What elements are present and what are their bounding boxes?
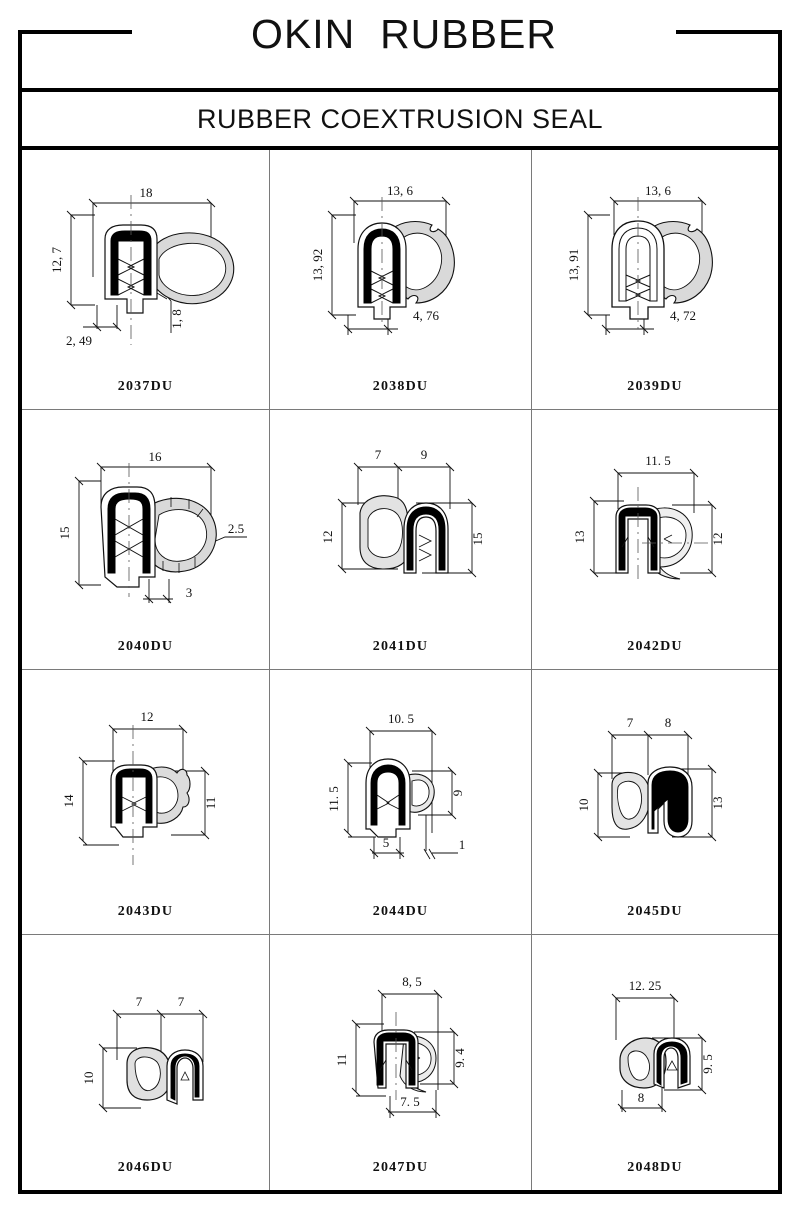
- dim-label: 12: [140, 709, 153, 724]
- dim-label: 5: [382, 835, 389, 850]
- page-title: RUBBER COEXTRUSION SEAL: [196, 103, 604, 134]
- dim-label: 11: [334, 1054, 349, 1067]
- profile-drawing-2042du: 11. 5 13 12: [532, 410, 778, 639]
- product-code: 2048DU: [627, 1160, 683, 1175]
- product-cell-2047du[interactable]: 8, 5 11 9. 4 7. 5 2047DU: [270, 935, 532, 1190]
- dim-label: 7: [627, 715, 634, 730]
- dim-label: 1: [458, 837, 465, 852]
- profile-drawing-2044du: 10. 5 11. 5 9 5 1: [270, 670, 531, 904]
- profile-drawing-2046du: 7 7 10: [22, 935, 269, 1160]
- product-code: 2044DU: [372, 904, 429, 919]
- dim-label: 9: [420, 447, 427, 462]
- dim-label: 9: [450, 789, 465, 796]
- product-cell-2037du[interactable]: 18 12, 7 2, 49 1, 8 2037DU: [22, 150, 270, 410]
- dim-label: 3: [185, 585, 192, 600]
- product-cell-2038du[interactable]: 13, 6 13, 92 4, 76 2038DU: [270, 150, 532, 410]
- product-code: 2037DU: [117, 379, 174, 394]
- dim-label: 4, 76: [413, 308, 440, 323]
- dim-label: 10. 5: [388, 711, 414, 726]
- frame-right-edge: [778, 30, 782, 1194]
- subtitle-band: RUBBER COEXTRUSION SEAL: [18, 88, 782, 150]
- dim-label: 15: [470, 532, 485, 545]
- dim-label: 12. 25: [629, 978, 662, 993]
- product-cell-2048du[interactable]: 12. 25 9. 5 8 2048DU: [532, 935, 778, 1190]
- product-code: 2045DU: [627, 904, 683, 919]
- product-cell-2039du[interactable]: 13, 6 13, 91 4, 72 2039DU: [532, 150, 778, 410]
- dim-label: 11. 5: [326, 786, 341, 812]
- dim-label: 12, 7: [49, 246, 64, 273]
- dim-label: 8: [665, 715, 672, 730]
- dim-label: 14: [61, 794, 76, 808]
- profile-drawing-2038du: 13, 6 13, 92 4, 76: [270, 150, 531, 379]
- dim-label: 12: [710, 532, 725, 545]
- dim-label: 16: [148, 449, 162, 464]
- product-code: 2040DU: [117, 639, 174, 654]
- dim-label: 13, 6: [387, 183, 414, 198]
- product-code: 2042DU: [627, 639, 683, 654]
- dim-label: 12: [320, 530, 335, 543]
- dim-label: 15: [57, 526, 72, 539]
- dim-label: 10: [576, 798, 591, 811]
- frame-top-left-segment: [18, 30, 132, 34]
- profile-drawing-2047du: 8, 5 11 9. 4 7. 5: [270, 935, 531, 1160]
- profile-drawing-2048du: 12. 25 9. 5 8: [532, 935, 778, 1160]
- product-cell-2046du[interactable]: 7 7 10 2046DU: [22, 935, 270, 1190]
- dim-label: 2.5: [227, 521, 243, 536]
- dim-label: 10: [81, 1072, 96, 1085]
- product-cell-2041du[interactable]: 7 9 12 15 2041DU: [270, 410, 532, 670]
- profile-drawing-2041du: 7 9 12 15: [270, 410, 531, 639]
- dim-label: 8: [638, 1090, 645, 1105]
- dim-label: 9. 5: [700, 1054, 715, 1074]
- profile-drawing-2040du: 16 15 2.5 3: [22, 410, 269, 639]
- product-code: 2038DU: [372, 379, 429, 394]
- dim-label: 11: [203, 796, 218, 809]
- dim-label: 7. 5: [400, 1094, 420, 1109]
- brand-title: OKIN RUBBER: [251, 11, 557, 57]
- dim-label: 8, 5: [402, 974, 422, 989]
- dim-label: 1, 8: [169, 309, 184, 329]
- product-grid: 18 12, 7 2, 49 1, 8 2037DU: [22, 150, 778, 1190]
- dim-label: 7: [374, 447, 381, 462]
- dim-label: 7: [135, 994, 142, 1009]
- dim-label: 4, 72: [670, 308, 696, 323]
- product-code: 2046DU: [117, 1160, 174, 1175]
- dim-label: 13: [710, 796, 725, 809]
- dim-label: 11. 5: [645, 453, 671, 468]
- profile-drawing-2039du: 13, 6 13, 91 4, 72: [532, 150, 778, 379]
- frame-top-right-segment: [676, 30, 782, 34]
- product-cell-2044du[interactable]: 10. 5 11. 5 9 5 1 2044DU: [270, 670, 532, 935]
- profile-drawing-2037du: 18 12, 7 2, 49 1, 8: [22, 150, 269, 379]
- product-cell-2040du[interactable]: 16 15 2.5 3 2040DU: [22, 410, 270, 670]
- product-cell-2045du[interactable]: 7 8 10 13 2045DU: [532, 670, 778, 935]
- profile-drawing-2043du: 12 14 11: [22, 670, 269, 904]
- frame-bottom-edge: [18, 1190, 782, 1194]
- product-code: 2047DU: [372, 1160, 429, 1175]
- product-cell-2043du[interactable]: 12 14 11 2043DU: [22, 670, 270, 935]
- product-code: 2043DU: [117, 904, 174, 919]
- product-code: 2041DU: [372, 639, 429, 654]
- dim-label: 13, 91: [566, 248, 581, 281]
- product-cell-2042du[interactable]: 11. 5 13 12 2042DU: [532, 410, 778, 670]
- dim-label: 2, 49: [66, 333, 92, 348]
- dim-label: 13, 92: [310, 248, 325, 281]
- dim-label: 13: [572, 530, 587, 543]
- dim-label: 7: [177, 994, 184, 1009]
- dim-label: 9. 4: [452, 1048, 467, 1068]
- dim-label: 18: [139, 185, 152, 200]
- product-code: 2039DU: [627, 379, 683, 394]
- dim-label: 13, 6: [645, 183, 672, 198]
- frame-left-edge: [18, 30, 22, 1194]
- profile-drawing-2045du: 7 8 10 13: [532, 670, 778, 904]
